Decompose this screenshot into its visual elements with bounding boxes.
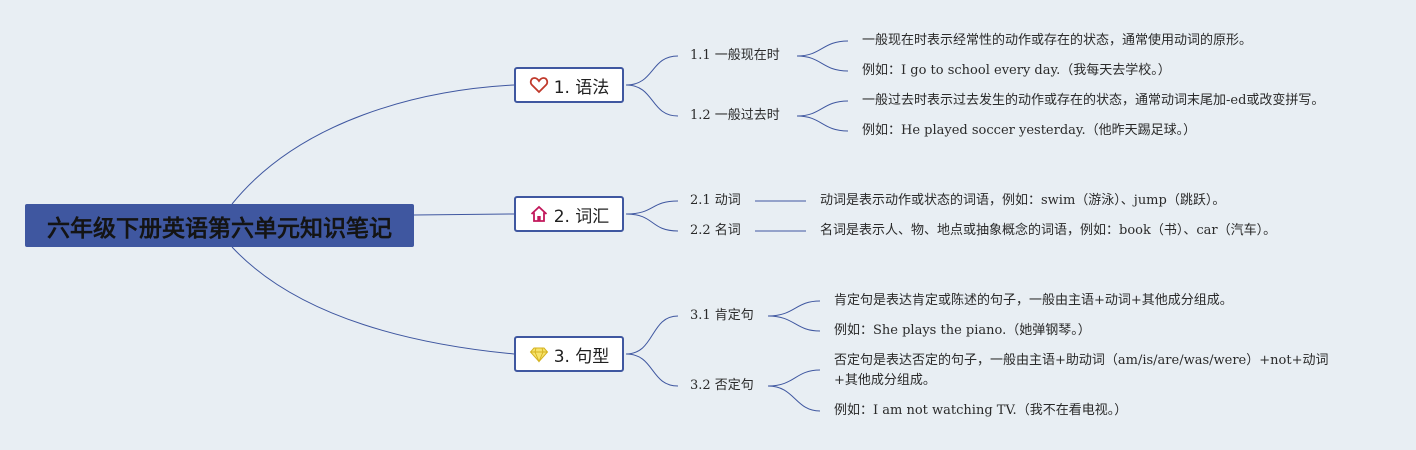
leaf-note[interactable]: 肯定句是表达肯定或陈述的句子，一般由主语+动词+其他成分组成。 — [834, 293, 1233, 308]
branch-label: 1. 语法 — [553, 77, 610, 98]
heart-icon — [529, 75, 549, 95]
root-title: 六年级下册英语第六单元知识笔记 — [47, 215, 392, 242]
root-topic[interactable]: 六年级下册英语第六单元知识笔记 — [25, 204, 414, 247]
subtopic-nouns[interactable]: 2.2 名词 — [690, 223, 741, 238]
leaf-example[interactable]: 例如：I am not watching TV.（我不在看电视。） — [834, 403, 1128, 418]
branch-label: 3. 句型 — [553, 346, 610, 367]
leaf-note[interactable]: 名词是表示人、物、地点或抽象概念的词语，例如：book（书）、car（汽车）。 — [820, 223, 1277, 238]
subtopic-affirmative[interactable]: 3.1 肯定句 — [690, 308, 754, 323]
leaf-note[interactable]: 动词是表示动作或状态的词语，例如：swim（游泳）、jump（跳跃）。 — [820, 193, 1226, 208]
leaf-example[interactable]: 例如：I go to school every day.（我每天去学校。） — [862, 63, 1171, 78]
branch-label: 2. 词汇 — [553, 206, 610, 227]
branch-grammar[interactable]: 1. 语法 — [514, 67, 624, 103]
branch-sentence-patterns[interactable]: 3. 句型 — [514, 336, 624, 372]
leaf-example[interactable]: 例如：He played soccer yesterday.（他昨天踢足球。） — [862, 123, 1197, 138]
subtopic-past-tense[interactable]: 1.2 一般过去时 — [690, 108, 780, 123]
leaf-note[interactable]: 否定句是表达否定的句子，一般由主语+助动词（am/is/are/was/were… — [834, 353, 1329, 388]
subtopic-present-tense[interactable]: 1.1 一般现在时 — [690, 48, 780, 63]
leaf-note[interactable]: 一般现在时表示经常性的动作或存在的状态，通常使用动词的原形。 — [862, 33, 1253, 48]
home-icon — [529, 204, 549, 224]
branch-vocabulary[interactable]: 2. 词汇 — [514, 196, 624, 232]
subtopic-verbs[interactable]: 2.1 动词 — [690, 193, 741, 208]
diamond-icon — [529, 344, 549, 364]
leaf-note[interactable]: 一般过去时表示过去发生的动作或存在的状态，通常动词末尾加-ed或改变拼写。 — [862, 93, 1325, 108]
leaf-example[interactable]: 例如：She plays the piano.（她弹钢琴。） — [834, 323, 1091, 338]
subtopic-negative[interactable]: 3.2 否定句 — [690, 378, 754, 393]
